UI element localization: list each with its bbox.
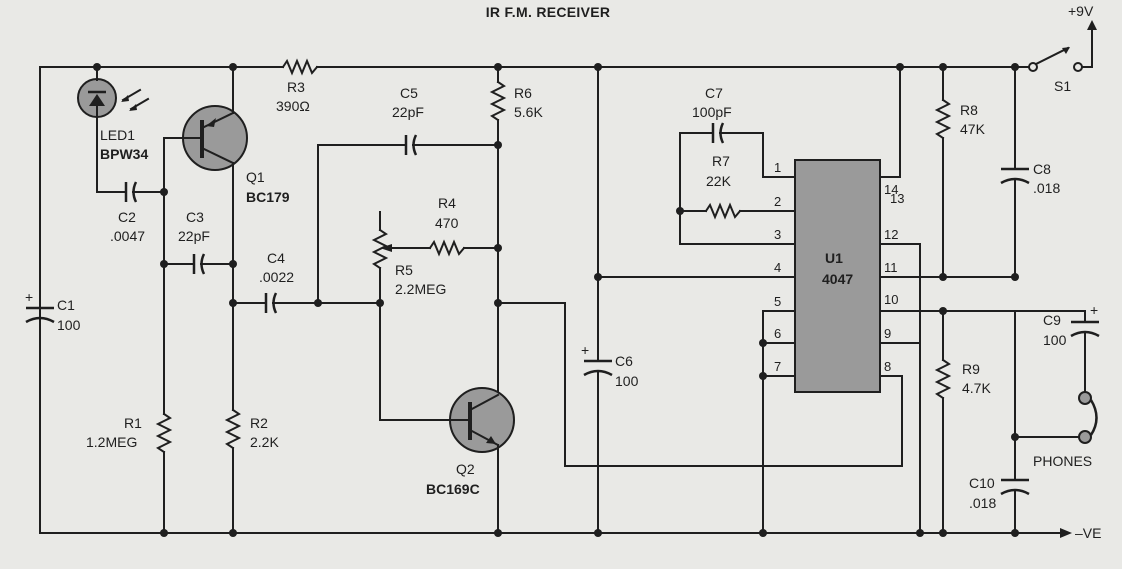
bottom-rail: –VE bbox=[39, 525, 1101, 541]
led1-ref: LED1 bbox=[100, 127, 135, 143]
r6-value: 5.6K bbox=[514, 104, 543, 120]
capacitor-c1: + C1 100 bbox=[25, 66, 81, 534]
c4-value: .0022 bbox=[259, 269, 294, 285]
q1-value: BC179 bbox=[246, 189, 290, 205]
u1-pin-9: 9 bbox=[884, 326, 891, 341]
c9-value: 100 bbox=[1043, 332, 1067, 348]
capacitor-c10: C10 .018 bbox=[969, 310, 1030, 534]
c2-ref: C2 bbox=[118, 209, 136, 225]
r8-ref: R8 bbox=[960, 102, 978, 118]
c2-value: .0047 bbox=[110, 228, 145, 244]
r1-ref: R1 bbox=[124, 415, 142, 431]
resistor-r8: R8 47K bbox=[934, 66, 986, 278]
c3-ref: C3 bbox=[186, 209, 204, 225]
c5-value: 22pF bbox=[392, 104, 424, 120]
capacitor-c8: C8 .018 bbox=[1000, 66, 1060, 278]
transistor-q2: Q2 BC169C bbox=[379, 302, 515, 534]
resistor-r2: R2 2.2K bbox=[224, 408, 279, 534]
c10-value: .018 bbox=[969, 495, 996, 511]
u1-ref: U1 bbox=[825, 250, 843, 266]
svg-text:+: + bbox=[1090, 302, 1098, 318]
c10-ref: C10 bbox=[969, 475, 995, 491]
q2-value: BC169C bbox=[426, 481, 480, 497]
resistor-r7: R7 22K bbox=[679, 153, 742, 220]
capacitor-c7: C7 100pF bbox=[679, 85, 764, 245]
u1-pin-2: 2 bbox=[774, 194, 781, 209]
r6-ref: R6 bbox=[514, 85, 532, 101]
resistor-r9: R9 4.7K bbox=[934, 310, 991, 534]
r2-ref: R2 bbox=[250, 415, 268, 431]
u1-pin-13: 13 bbox=[890, 191, 904, 206]
photodiode-led1: LED1 BPW34 bbox=[77, 66, 150, 193]
capacitor-c5: C5 22pF bbox=[317, 85, 499, 304]
capacitor-c3: C3 22pF bbox=[163, 209, 234, 275]
c7-ref: C7 bbox=[705, 85, 723, 101]
positive-supply-label: +9V bbox=[1068, 3, 1094, 19]
u1-pin-3: 3 bbox=[774, 227, 781, 242]
ic-u1: U1 4047 1 2 3 4 5 6 7 8 9 10 11 12 13 14 bbox=[597, 159, 1031, 393]
r9-ref: R9 bbox=[962, 361, 980, 377]
c1-ref: C1 bbox=[57, 297, 75, 313]
r7-ref: R7 bbox=[712, 153, 730, 169]
u1-pin-14: 14 bbox=[884, 182, 898, 197]
switch-s1: S1 +9V bbox=[1028, 3, 1097, 94]
r8-value: 47K bbox=[960, 121, 986, 137]
q2-ref: Q2 bbox=[456, 461, 475, 477]
resistor-r3: R3 390Ω bbox=[276, 58, 319, 114]
phones-jack: PHONES bbox=[1014, 391, 1098, 469]
resistor-r1: R1 1.2MEG bbox=[86, 263, 173, 534]
u1-pin-8: 8 bbox=[884, 359, 891, 374]
led1-value: BPW34 bbox=[100, 146, 148, 162]
negative-supply-label: –VE bbox=[1075, 525, 1101, 541]
u1-pin-1: 1 bbox=[774, 160, 781, 175]
phones-label: PHONES bbox=[1033, 453, 1092, 469]
u1-value: 4047 bbox=[822, 271, 853, 287]
c6-ref: C6 bbox=[615, 353, 633, 369]
c4-ref: C4 bbox=[267, 250, 285, 266]
r7-value: 22K bbox=[706, 173, 732, 189]
r3-ref: R3 bbox=[287, 79, 305, 95]
diagram-title: IR F.M. RECEIVER bbox=[486, 4, 611, 20]
r1-value: 1.2MEG bbox=[86, 434, 137, 450]
r4-ref: R4 bbox=[438, 195, 456, 211]
capacitor-c4: C4 .0022 bbox=[232, 250, 381, 314]
junction-dots bbox=[93, 63, 1019, 537]
svg-text:+: + bbox=[581, 342, 589, 358]
capacitor-c2: C2 .0047 bbox=[110, 181, 165, 244]
u1-pin-11: 11 bbox=[884, 260, 898, 275]
s1-label: S1 bbox=[1054, 78, 1071, 94]
potentiometer-r5: R5 2.2MEG bbox=[371, 211, 446, 304]
capacitor-c9: + C9 100 bbox=[1029, 302, 1100, 393]
c6-value: 100 bbox=[615, 373, 639, 389]
r4-value: 470 bbox=[435, 215, 459, 231]
resistor-r4: R4 470 bbox=[428, 195, 499, 257]
r3-value: 390Ω bbox=[276, 98, 310, 114]
r5-value: 2.2MEG bbox=[395, 281, 446, 297]
q1-ref: Q1 bbox=[246, 169, 265, 185]
u1-pin-5: 5 bbox=[774, 294, 781, 309]
u1-pin-7: 7 bbox=[774, 359, 781, 374]
c8-ref: C8 bbox=[1033, 161, 1051, 177]
u1-pin-10: 10 bbox=[884, 292, 898, 307]
u1-pin-6: 6 bbox=[774, 326, 781, 341]
c7-value: 100pF bbox=[692, 104, 732, 120]
transistor-q1: Q1 BC179 bbox=[163, 66, 290, 205]
resistor-r6: R6 5.6K bbox=[489, 66, 543, 396]
c3-value: 22pF bbox=[178, 228, 210, 244]
r9-value: 4.7K bbox=[962, 380, 991, 396]
r5-ref: R5 bbox=[395, 262, 413, 278]
r2-value: 2.2K bbox=[250, 434, 279, 450]
c5-ref: C5 bbox=[400, 85, 418, 101]
c8-value: .018 bbox=[1033, 180, 1060, 196]
u1-pin-4: 4 bbox=[774, 260, 781, 275]
svg-text:+: + bbox=[25, 289, 33, 305]
c9-ref: C9 bbox=[1043, 312, 1061, 328]
u1-pin-12: 12 bbox=[884, 227, 898, 242]
capacitor-c6: + C6 100 bbox=[581, 66, 639, 534]
c1-value: 100 bbox=[57, 317, 81, 333]
